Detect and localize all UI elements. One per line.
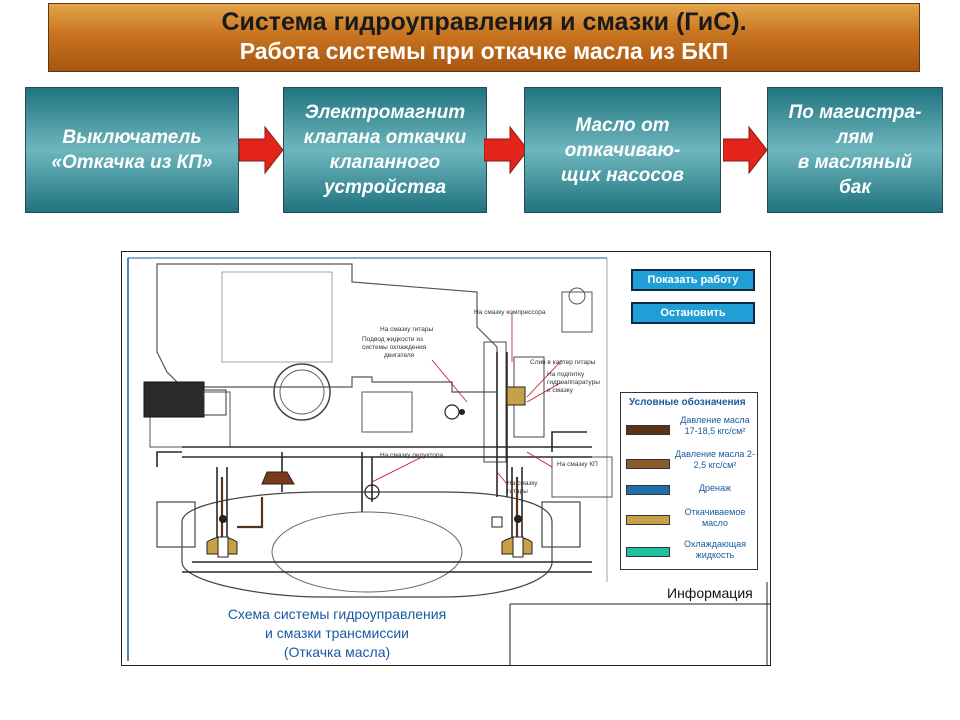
- flow-step-pumps: Масло от откачиваю- щих насосов: [524, 87, 721, 213]
- callout-podpitka-3: и смазку: [547, 387, 574, 394]
- callout-kompressor: На смазку компрессора: [474, 309, 546, 316]
- legend-swatch: [626, 485, 670, 495]
- caption-line: и смазки трансмиссии: [264, 625, 410, 641]
- schematic-drawing: На смазку гитары Подвод жидкости из сист…: [127, 257, 770, 665]
- legend-title: Условные обозначения: [629, 397, 746, 408]
- flow-step-line: По магистра-: [788, 102, 922, 123]
- callout-gitary-3: гитары: [507, 488, 528, 495]
- pump-left: [206, 515, 238, 558]
- callout-sliv: Слив в картер гитары: [530, 359, 596, 366]
- flow-step-line: Выключатель: [62, 127, 202, 148]
- flow-step-line: Электромагнит: [304, 102, 466, 123]
- legend: Условные обозначения Давление масла 17-1…: [620, 392, 758, 570]
- flow-step-switch: Выключатель «Откачка из КП»: [25, 87, 239, 213]
- callout-kp: На смазку КП: [557, 461, 598, 468]
- legend-swatch: [626, 425, 670, 435]
- callout-podvod-2: системы охлаждения: [362, 344, 427, 351]
- legend-swatch: [626, 547, 670, 557]
- callout-podpitka: На подпитку: [547, 371, 585, 378]
- callout-podvod: Подвод жидкости из: [362, 336, 423, 343]
- pump-right: [501, 515, 533, 558]
- flow-step-line: бак: [839, 177, 871, 198]
- legend-swatch: [626, 515, 670, 525]
- callout-podpitka-2: гидроаппаратуры: [547, 379, 600, 386]
- callout-gitary: На смазку гитары: [380, 326, 433, 333]
- flow-step-line: клапанного: [329, 152, 441, 173]
- flow-step-line: Масло от: [575, 114, 670, 136]
- callout-podvod-3: двигателя: [384, 352, 415, 359]
- diagram-caption: Схема системы гидроуправления и смазки т…: [172, 605, 502, 662]
- flow-step-tank: По магистра- лям в масляный бак: [767, 87, 943, 213]
- stop-button[interactable]: Остановить: [631, 302, 755, 324]
- hydraulic-schematic: На смазку гитары Подвод жидкости из сист…: [121, 251, 771, 666]
- callout-reduktor: На смазку редуктора: [380, 452, 444, 459]
- legend-label: Давление масла 2-2,5 кгс/см²: [675, 449, 755, 470]
- legend-label: Откачиваемое масло: [684, 507, 746, 528]
- page-subtitle: Работа системы при откачке масла из БКП: [239, 38, 729, 64]
- title-banner: Система гидроуправления и смазки (ГиС). …: [48, 3, 920, 72]
- flow-step-line: в масляный: [797, 152, 913, 173]
- show-work-button[interactable]: Показать работу: [631, 269, 755, 291]
- legend-label: Давление масла 17-18,5 кгс/см²: [680, 415, 750, 436]
- legend-label: Охлаждающая жидкость: [684, 539, 746, 560]
- arrow-right-icon: [723, 125, 767, 175]
- flow-step-line: «Откачка из КП»: [51, 152, 213, 173]
- legend-swatch: [626, 459, 670, 469]
- caption-line: (Откачка масла): [283, 644, 391, 660]
- flow-step-line: клапана откачки: [303, 127, 467, 148]
- legend-label: Дренаж: [698, 483, 732, 493]
- flow-step-line: щих насосов: [560, 164, 685, 186]
- flow-step-line: откачиваю-: [564, 139, 681, 161]
- arrow-right-icon: [239, 125, 283, 175]
- caption-line: Схема системы гидроуправления: [227, 606, 447, 622]
- info-label: Информация: [667, 585, 753, 601]
- arrow-right-icon: [484, 125, 528, 175]
- flow-step-line: устройства: [323, 177, 447, 198]
- flow-step-electromagnet: Электромагнит клапана откачки клапанного…: [283, 87, 487, 213]
- callout-gitary-2: На смазку: [507, 480, 538, 487]
- flow-step-line: лям: [836, 127, 874, 148]
- page-title: Система гидроуправления и смазки (ГиС).: [221, 8, 747, 36]
